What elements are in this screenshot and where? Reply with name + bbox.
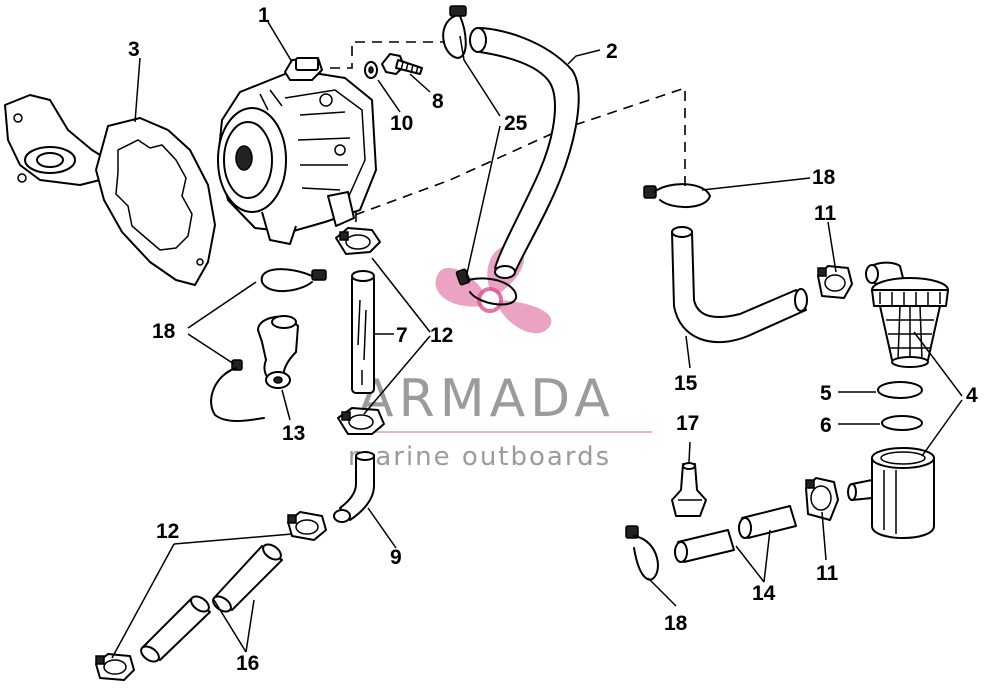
callout-10: 10 xyxy=(390,112,413,135)
washer xyxy=(364,61,378,79)
mounting-bracket xyxy=(4,94,216,286)
callout-4: 4 xyxy=(966,384,978,407)
callout-18-left: 18 xyxy=(152,320,176,343)
hose-clamp-upper xyxy=(335,227,381,255)
fuel-hose-segment-right-b xyxy=(674,529,735,563)
fuel-pump xyxy=(217,57,377,245)
fuel-hose-main xyxy=(469,27,580,279)
fuel-filter-bowl xyxy=(847,447,935,539)
callout-17: 17 xyxy=(676,412,699,435)
elbow-fitting xyxy=(257,315,299,389)
callout-2: 2 xyxy=(606,40,618,63)
fuel-hose-segment-right-a xyxy=(738,505,797,539)
callout-9: 9 xyxy=(390,546,402,569)
hose-clamp-right-upper xyxy=(817,265,853,299)
callout-16: 16 xyxy=(236,652,259,675)
o-ring-large xyxy=(877,381,923,399)
callout-5: 5 xyxy=(820,382,832,405)
assembly-dashed-lines xyxy=(330,41,686,238)
callout-12-lower: 12 xyxy=(156,520,179,543)
callout-18-top-right: 18 xyxy=(812,166,836,189)
hose-clamp-mid xyxy=(337,407,385,435)
watermark: ARMADA marine outboards xyxy=(348,245,652,472)
hose-clamp-lower-upper xyxy=(287,511,327,541)
callout-12-upper: 12 xyxy=(430,324,453,347)
callout-15: 15 xyxy=(674,372,698,395)
o-ring-small xyxy=(881,415,923,431)
callout-25: 25 xyxy=(504,112,528,135)
screw xyxy=(381,53,423,75)
callout-14: 14 xyxy=(752,582,776,605)
callout-11-lower: 11 xyxy=(816,562,839,585)
hose-connector xyxy=(671,462,707,517)
fuel-hose-segment-upper xyxy=(212,543,283,613)
fuel-filter-element xyxy=(879,305,941,368)
leader-lines xyxy=(111,21,963,659)
hose-clamp-right-lower xyxy=(805,477,839,521)
tie-strap-right-bottom xyxy=(625,525,659,581)
callout-13: 13 xyxy=(282,422,305,445)
callout-6: 6 xyxy=(820,414,832,437)
fuel-hose-short xyxy=(351,270,375,394)
callout-1: 1 xyxy=(258,4,270,27)
propeller-logo xyxy=(435,245,552,334)
tie-strap-right-top xyxy=(643,183,711,209)
elbow-hose xyxy=(333,451,375,523)
fuel-hose-segment-lower xyxy=(140,595,211,663)
callout-18-bottom-right: 18 xyxy=(664,612,688,635)
fuel-hose-elbow xyxy=(671,226,808,344)
callout-3: 3 xyxy=(128,38,140,61)
callout-11-upper: 11 xyxy=(814,202,837,225)
hose-clamp-lower-bottom xyxy=(95,653,135,681)
fuel-filter-cap xyxy=(865,261,949,307)
tie-strap-left xyxy=(260,268,327,292)
watermark-brand: ARMADA xyxy=(358,369,615,429)
callout-numbers: 1 3 2 8 10 25 18 11 18 7 12 15 5 4 6 13 … xyxy=(128,4,978,675)
callout-8: 8 xyxy=(432,90,444,113)
tie-strap-upper xyxy=(442,5,467,59)
watermark-tagline: marine outboards xyxy=(348,442,611,472)
tie-strap-left-long xyxy=(210,359,265,422)
tie-strap-lower xyxy=(455,268,518,306)
callout-7: 7 xyxy=(396,324,408,347)
